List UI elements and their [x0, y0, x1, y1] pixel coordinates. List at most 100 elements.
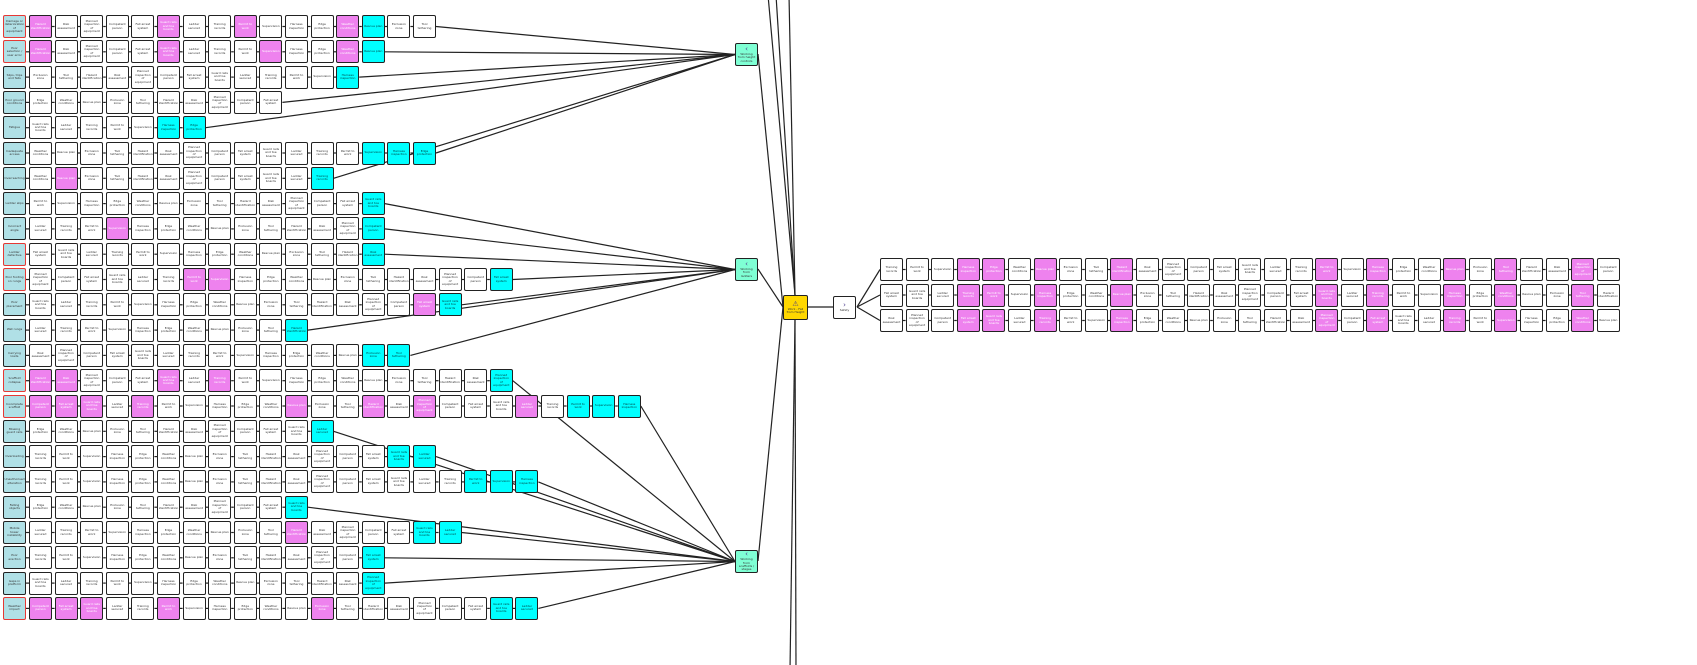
- step-node[interactable]: Hazard identification: [310, 293, 334, 317]
- step-node[interactable]: Permit to work: [29, 192, 52, 216]
- step-node[interactable]: Training records: [80, 116, 104, 140]
- step-node[interactable]: Risk assessment: [54, 369, 78, 393]
- step-node[interactable]: Planned inspection of equipment: [413, 394, 436, 418]
- step-node[interactable]: Harness inspection: [259, 343, 283, 367]
- step-node[interactable]: Permit to work: [1392, 283, 1415, 307]
- step-node[interactable]: Permit to work: [182, 268, 206, 291]
- step-node[interactable]: Edge protection: [233, 394, 257, 418]
- step-node[interactable]: Exclusion zone: [336, 268, 360, 291]
- step-node[interactable]: Risk assessment: [310, 521, 334, 544]
- row-label[interactable]: Inadequate access: [3, 141, 26, 165]
- step-node[interactable]: Exclusion zone: [1468, 258, 1492, 281]
- step-node[interactable]: Fall arrest system: [259, 419, 283, 443]
- step-node[interactable]: Ladder secured: [80, 242, 104, 266]
- step-node[interactable]: Fall arrest system: [54, 596, 78, 620]
- step-node[interactable]: Tool tethering: [1494, 258, 1518, 281]
- step-node[interactable]: Permit to work: [80, 521, 104, 544]
- step-node[interactable]: Fall arrest system: [131, 15, 155, 38]
- step-node[interactable]: Permit to work: [982, 283, 1006, 307]
- step-node[interactable]: Edge protection: [310, 369, 334, 393]
- step-node[interactable]: Harness inspection: [157, 293, 180, 317]
- step-node[interactable]: Weather conditions: [54, 90, 78, 114]
- step-node[interactable]: Permit to work: [285, 65, 308, 89]
- step-node[interactable]: Rescue plan: [233, 293, 257, 317]
- step-node[interactable]: Competent person: [387, 293, 411, 317]
- step-node[interactable]: Tool tethering: [105, 166, 129, 190]
- row-label[interactable]: Poor ground conditions: [3, 90, 26, 114]
- step-node[interactable]: Guard rails and toe boards: [438, 293, 462, 317]
- step-node[interactable]: Weather conditions: [157, 445, 180, 469]
- step-node[interactable]: Edge protection: [233, 596, 257, 620]
- step-node[interactable]: Hazard identification: [233, 192, 257, 216]
- step-node[interactable]: Exclusion zone: [233, 521, 257, 544]
- step-node[interactable]: Guard rails and toe boards: [29, 116, 52, 140]
- step-node[interactable]: Tool tethering: [259, 217, 283, 241]
- step-node[interactable]: Exclusion zone: [285, 242, 308, 266]
- step-node[interactable]: Rescue plan: [259, 242, 283, 266]
- step-node[interactable]: Permit to work: [233, 40, 257, 64]
- step-node[interactable]: Permit to work: [208, 343, 232, 367]
- step-node[interactable]: Exclusion zone: [208, 546, 232, 570]
- step-node[interactable]: Weather conditions: [310, 343, 334, 367]
- step-node[interactable]: Ladder secured: [29, 217, 52, 241]
- step-node[interactable]: Edge protection: [1545, 309, 1569, 332]
- step-node[interactable]: Supervision: [1084, 309, 1108, 332]
- step-node[interactable]: Fall arrest system: [182, 65, 206, 89]
- step-node[interactable]: Hazard identification: [29, 369, 52, 393]
- step-node[interactable]: Edge protection: [982, 258, 1006, 281]
- step-node[interactable]: Harness inspection: [105, 470, 129, 494]
- step-node[interactable]: Fall arrest system: [361, 445, 385, 469]
- step-node[interactable]: Tool tethering: [387, 343, 411, 367]
- step-node[interactable]: Guard rails and toe boards: [29, 571, 52, 595]
- step-node[interactable]: Edge protection: [310, 40, 334, 64]
- step-node[interactable]: Competent person: [157, 65, 180, 89]
- step-node[interactable]: Risk assessment: [285, 445, 308, 469]
- step-node[interactable]: Hazard identification: [1520, 258, 1543, 281]
- step-node[interactable]: Weather conditions: [157, 546, 180, 570]
- step-node[interactable]: Supervision: [80, 470, 104, 494]
- step-node[interactable]: Rescue plan: [1596, 309, 1620, 332]
- step-node[interactable]: Weather conditions: [336, 15, 360, 38]
- step-node[interactable]: Competent person: [361, 217, 385, 241]
- step-node[interactable]: Permit to work: [157, 394, 180, 418]
- step-node[interactable]: Ladder secured: [413, 445, 436, 469]
- step-node[interactable]: Permit to work: [233, 369, 257, 393]
- step-node[interactable]: Fall arrest system: [80, 268, 104, 291]
- step-node[interactable]: Guard rails and toe boards: [361, 192, 385, 216]
- step-node[interactable]: Tool tethering: [1161, 283, 1185, 307]
- step-node[interactable]: Rescue plan: [361, 369, 385, 393]
- step-node[interactable]: Weather conditions: [1161, 309, 1185, 332]
- step-node[interactable]: Supervision: [259, 40, 283, 64]
- step-node[interactable]: Training records: [80, 571, 104, 595]
- step-node[interactable]: Planned inspection of equipment: [80, 40, 104, 64]
- step-node[interactable]: Fall arrest system: [131, 40, 155, 64]
- step-node[interactable]: Supervision: [1340, 258, 1364, 281]
- step-node[interactable]: Hazard identification: [361, 394, 385, 418]
- row-label[interactable]: Overreaching: [3, 166, 26, 190]
- step-node[interactable]: Edge protection: [157, 318, 180, 342]
- step-node[interactable]: Tool tethering: [233, 445, 257, 469]
- step-node[interactable]: Guard rails and toe boards: [157, 369, 180, 393]
- step-node[interactable]: Planned inspection of equipment: [310, 470, 334, 494]
- step-node[interactable]: Training records: [208, 369, 232, 393]
- step-node[interactable]: Hazard identification: [285, 217, 308, 241]
- step-node[interactable]: Tool tethering: [361, 268, 385, 291]
- step-node[interactable]: Ladder secured: [182, 15, 206, 38]
- step-node[interactable]: Harness inspection: [1110, 309, 1134, 332]
- step-node[interactable]: Guard rails and toe boards: [80, 394, 104, 418]
- step-node[interactable]: Guard rails and toe boards: [285, 495, 308, 519]
- step-node[interactable]: Edge protection: [182, 116, 206, 140]
- step-node[interactable]: Hazard identification: [310, 571, 334, 595]
- step-node[interactable]: Permit to work: [157, 596, 180, 620]
- step-node[interactable]: Training records: [157, 268, 180, 291]
- step-node[interactable]: Tool tethering: [259, 521, 283, 544]
- step-node[interactable]: Edge protection: [157, 217, 180, 241]
- step-node[interactable]: Risk assessment: [1212, 283, 1236, 307]
- step-node[interactable]: Supervision: [592, 394, 616, 418]
- step-node[interactable]: Fall arrest system: [105, 343, 129, 367]
- step-node[interactable]: Harness inspection: [1366, 258, 1390, 281]
- safety-node[interactable]: › Safety: [833, 296, 856, 319]
- step-node[interactable]: Supervision: [310, 65, 334, 89]
- step-node[interactable]: Exclusion zone: [361, 343, 385, 367]
- step-node[interactable]: Exclusion zone: [310, 596, 334, 620]
